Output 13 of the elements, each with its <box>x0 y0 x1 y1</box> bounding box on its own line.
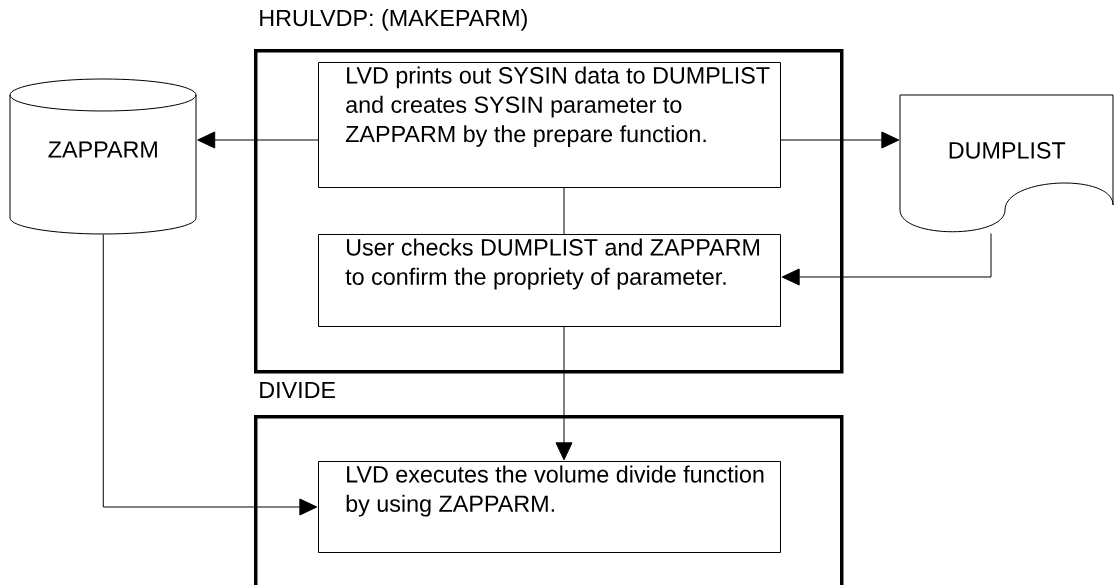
arrow <box>555 326 573 461</box>
process-box: LVD executes the volume divide function by using ZAPPARM. <box>318 461 781 553</box>
arrow <box>102 234 318 516</box>
arrow <box>780 131 900 149</box>
process-box: LVD prints out SYSIN data to DUMPLIST and creates SYSIN parameter to ZAPPARM by the prepare function. <box>318 62 781 188</box>
arrow <box>781 233 992 286</box>
process-box: User checks DUMPLIST and ZAPPARM to confirm the propriety of parameter. <box>318 234 781 327</box>
database-cylinder: ZAPPARM <box>9 78 197 235</box>
group-heading: HRULVDP: (MAKEPARM) <box>260 9 527 31</box>
node-label: ZAPPARM <box>48 141 157 158</box>
group-heading: DIVIDE <box>260 381 336 398</box>
arrow <box>197 131 319 149</box>
connector-line <box>563 187 565 235</box>
